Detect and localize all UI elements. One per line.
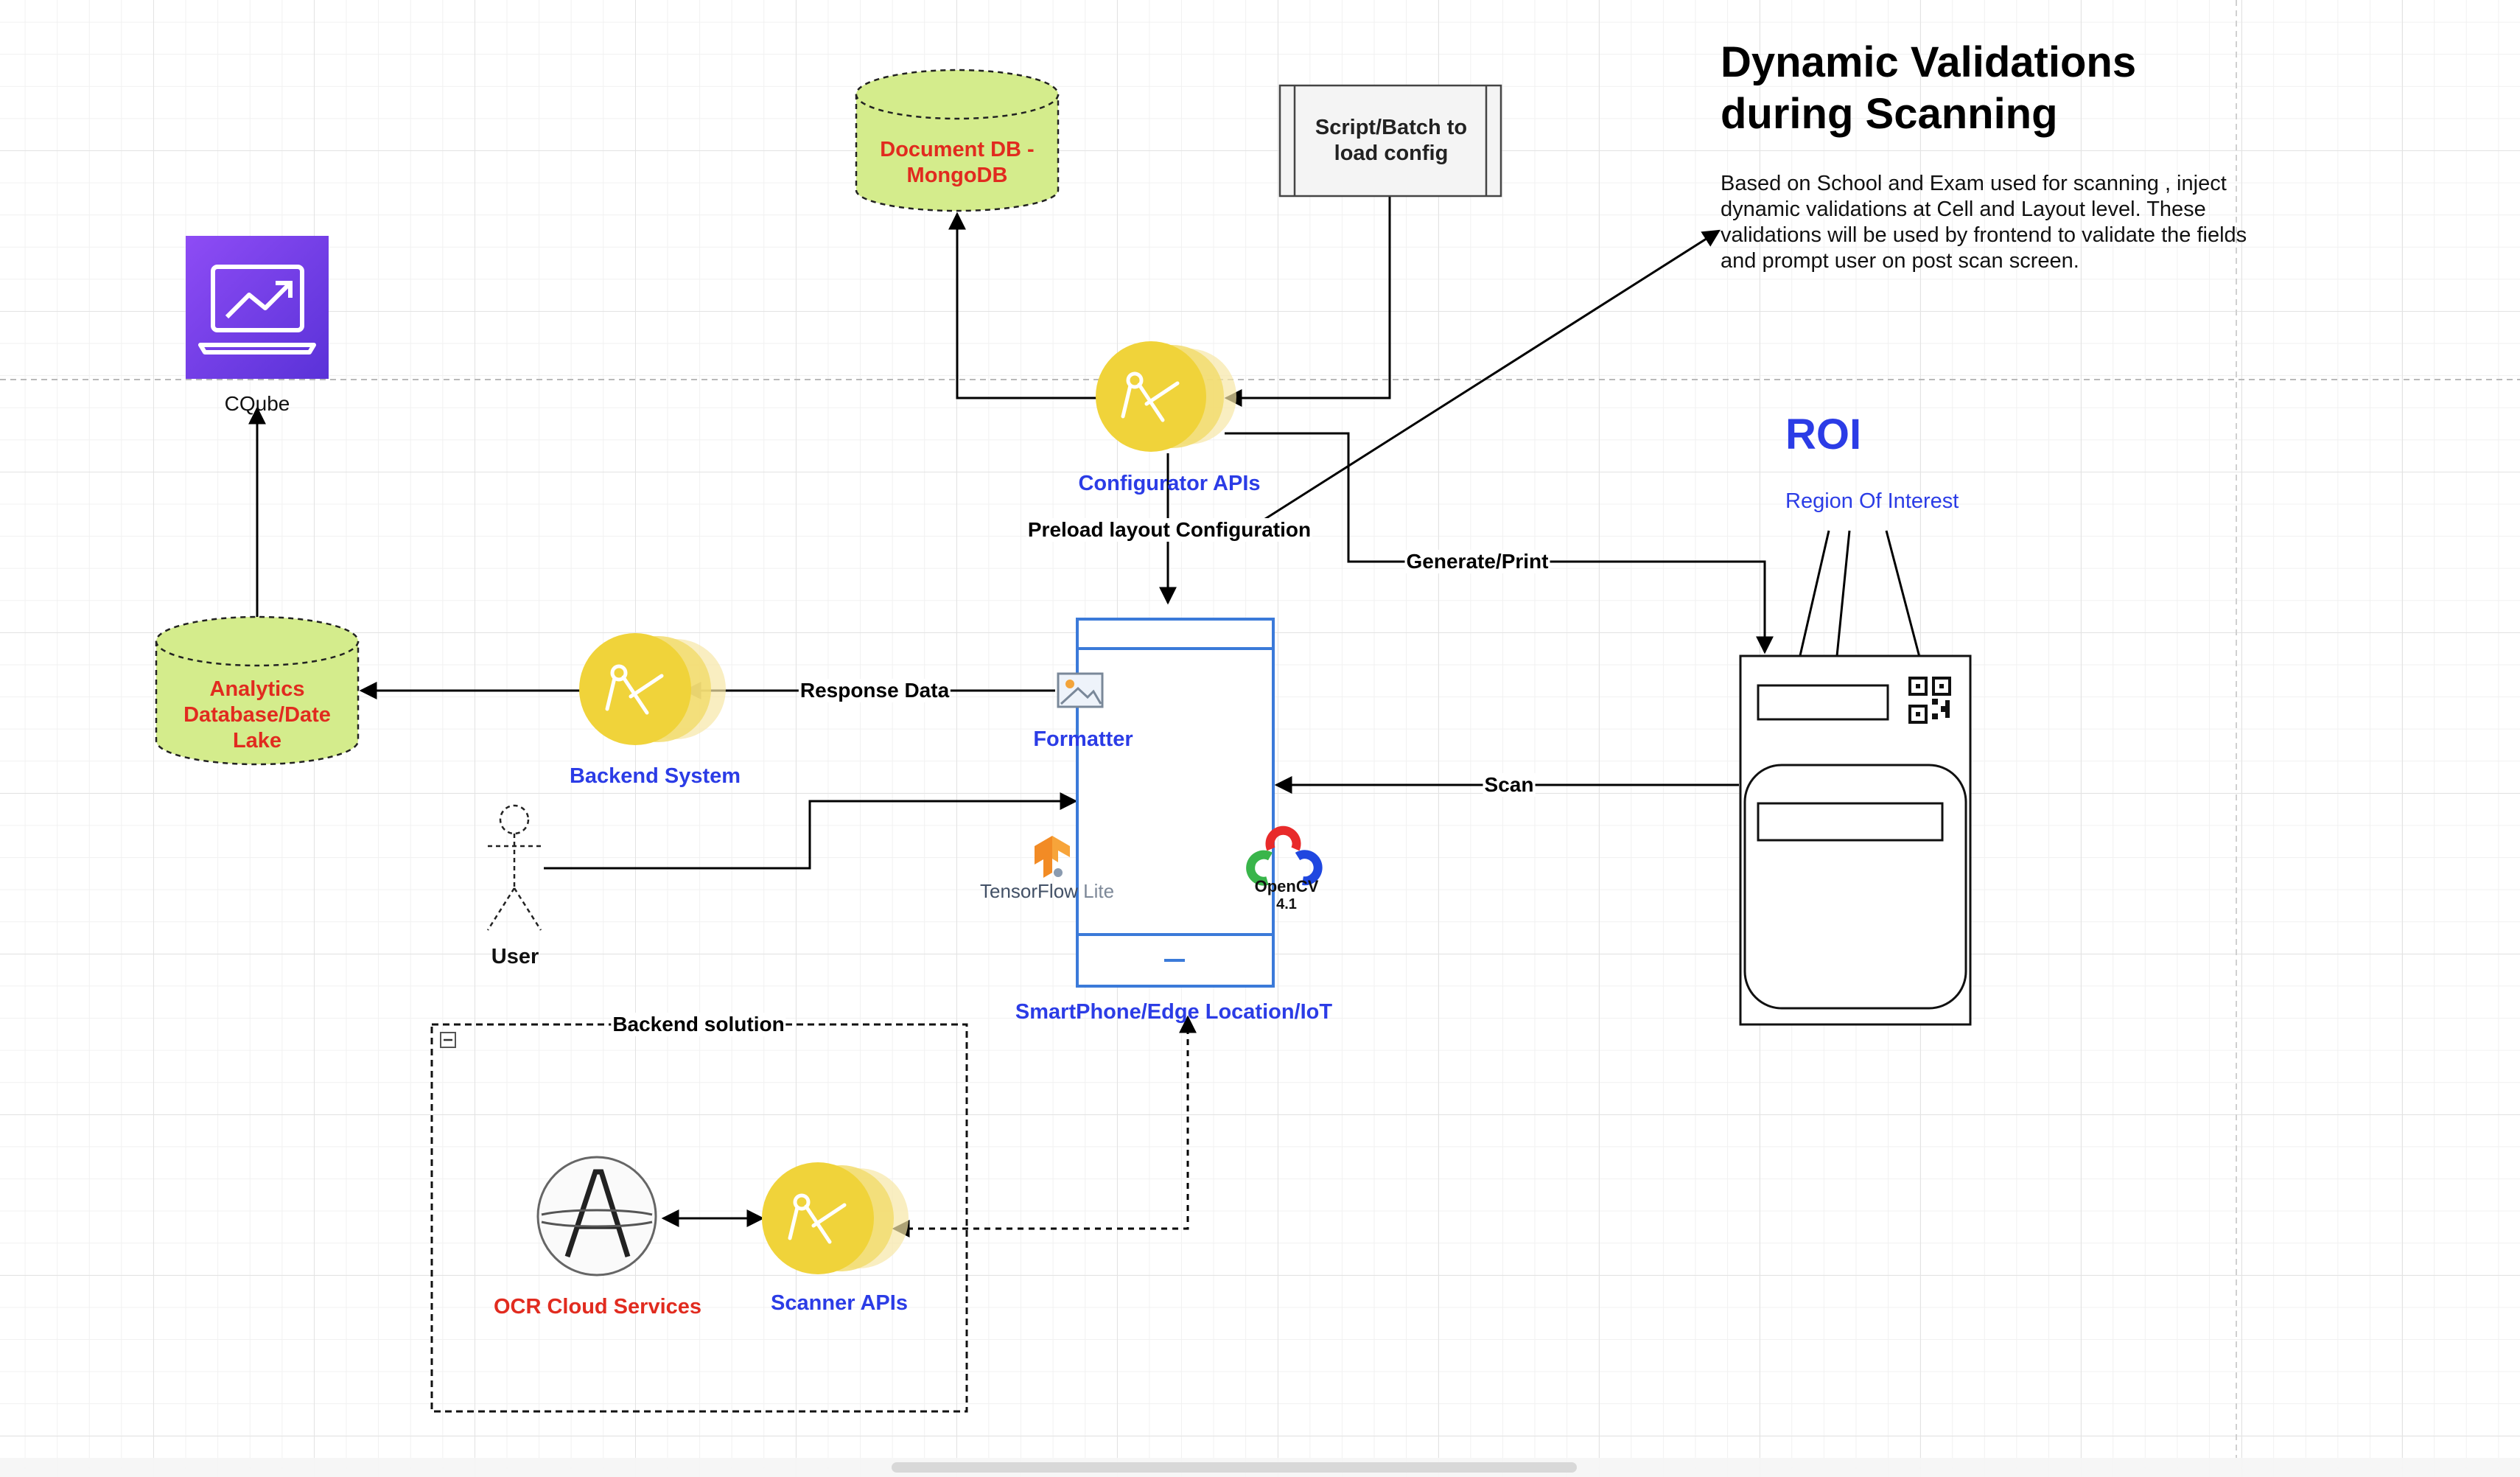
device-label: SmartPhone/Edge Location/IoT (1015, 1000, 1333, 1024)
opencv-logo (1246, 825, 1323, 886)
edge-generate-print[interactable] (1225, 432, 1774, 654)
formatter-label: Formatter (1033, 727, 1133, 751)
scanner-label: Scanner APIs (771, 1291, 908, 1315)
scanner-api-icon[interactable] (762, 1162, 909, 1274)
cqube-icon[interactable] (186, 236, 329, 379)
horizontal-scrollbar[interactable] (892, 1462, 1577, 1473)
roi-title: ROI (1785, 411, 1862, 458)
tensorflow-logo (1035, 836, 1070, 879)
roi-scanner-device[interactable] (1739, 654, 1972, 1026)
edge-user-to-device[interactable] (544, 792, 1078, 870)
edge-to-description[interactable] (1234, 229, 1721, 540)
edge-scanner-device[interactable] (892, 1015, 1197, 1237)
opencv-version: 4.1 (1276, 896, 1297, 912)
script-batch-label: Script/Batch to load config (1315, 116, 1468, 165)
diagram-description: Based on School and Exam used for scanni… (1721, 172, 2247, 273)
roi-pointer-3 (1885, 530, 1926, 677)
device-frame[interactable] (1076, 618, 1275, 988)
roi-subtitle: Region Of Interest (1785, 489, 1959, 513)
document-db-label: Document DB - MongoDB (880, 138, 1035, 187)
cqube-label: CQube (224, 392, 290, 415)
analytics-db-label: Analytics Database/Date Lake (183, 677, 331, 753)
edge-label-scan: Scan (1483, 773, 1536, 797)
user-actor[interactable] (486, 804, 542, 931)
tensorflow-suffix: Lite (1083, 880, 1115, 902)
backend-system-api-icon[interactable] (579, 633, 726, 745)
opencv-label: OpenCV (1254, 877, 1319, 895)
configurator-label: Configurator APIs (1078, 472, 1261, 495)
edge-script-to-configurator[interactable] (1224, 196, 1391, 407)
edge-configurator-to-docdb[interactable] (948, 212, 1096, 399)
qr-code-icon (1908, 677, 1951, 724)
ocr-label: OCR Cloud Services (493, 1295, 702, 1319)
edge-label-response-data: Response Data (798, 679, 951, 702)
document-db-node[interactable] (855, 69, 1060, 212)
diagram-title: Dynamic Validations during Scanning (1721, 38, 2137, 138)
backend-solution-label: Backend solution (611, 1013, 786, 1036)
tensorflow-name: TensorFlow (980, 880, 1078, 902)
user-label: User (491, 945, 539, 968)
configurator-api-icon[interactable] (1096, 341, 1236, 452)
formatter-image-icon[interactable] (1057, 672, 1104, 708)
analytics-db-node[interactable] (155, 615, 360, 766)
script-batch-node[interactable] (1278, 84, 1502, 198)
backend-system-label: Backend System (569, 764, 741, 788)
edge-label-preload: Preload layout Configuration (1026, 518, 1313, 542)
edge-label-generate-print: Generate/Print (1404, 550, 1550, 573)
tensorflow-label: TensorFlow Lite (980, 880, 1114, 903)
ocr-cloud-logo[interactable] (536, 1156, 657, 1277)
